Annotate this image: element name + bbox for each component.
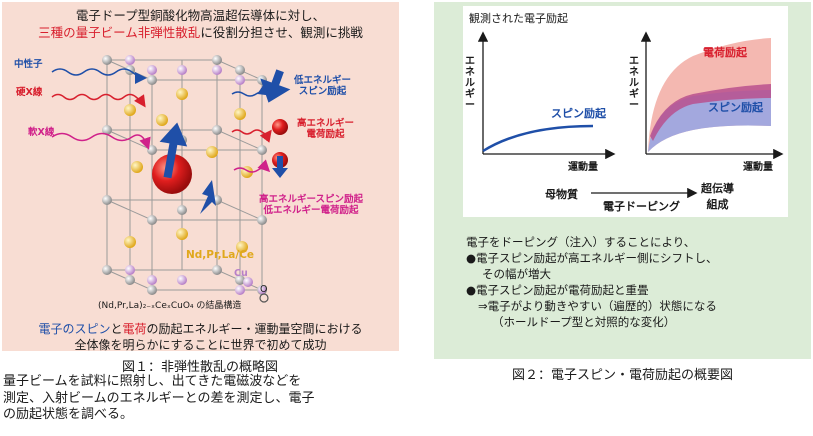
figure1-header-highlight: 三種の量子ビーム非弾性散乱 [38,25,201,40]
soft-excitation-label: 高エネルギースピン励起低エネルギー電荷励起 [259,194,364,216]
copper-atoms [125,55,266,295]
spin-small-arrow-icon [200,180,216,214]
structure-name: (Nd,Pr,La)₂₋ₓCeₓCuO₄ の結晶構造 [98,301,242,311]
soft-xray-label: 軟X線 [28,127,55,138]
hard-xray-label: 硬X線 [16,87,43,98]
figure1-footer-line2: 全体像を明らかにすることに世界で初めて成功 [74,338,327,352]
left-xlabel: 運動量 [568,162,598,173]
small-spin-icon [272,156,288,178]
o-label: O [260,284,268,295]
cu-label: Cu [234,268,248,279]
figure2-caption: 図２：電子スピン・電荷励起の概要図 [511,368,733,383]
outgoing-soft-xray-beam [233,159,271,173]
figure1-header-line1: 電子ドープ型銅酸化物高温超伝導体に対し、 [75,8,326,23]
neutron-beam [51,68,147,84]
crystal-structure-diagram [51,55,291,303]
doping-label: 電子ドーピング [603,200,680,213]
figure1-caption: 図１：非弾性散乱の概略図 [121,360,278,375]
parent-spin-curve [482,124,594,153]
low-energy-spin-arrow-icon [260,69,291,103]
figure1-footer-line1: 電子のスピンと電荷の励起エネルギー・運動量空間における [38,322,363,336]
legend-o-icon [259,293,269,303]
high-charge-label: 高エネルギー電荷励起 [297,118,355,140]
figure2-panel: 観測された電子励起 エネルギー 運動量 スピン励起 エネルギー 運動量 電荷励起… [434,2,811,359]
figure1-header-line2: 三種の量子ビーム非弾性散乱に役割分担させ、観測に挑戦 [2,22,399,41]
soft-xray-beam [51,132,151,150]
low-spin-label: 低エネルギースピン励起 [294,75,352,97]
figure1-description: 量子ビームを試料に照射し、出てきた電磁波などを測定、入射ビームのエネルギーとの差… [3,374,315,422]
neutron-label: 中性子 [14,59,43,70]
outgoing-neutron-beam [231,84,271,97]
right-xlabel: 運動量 [743,162,773,173]
rare-earth-atoms [124,88,253,253]
figure1-header-rest: に役割分担させ、観測に挑戦 [200,25,363,40]
right-charge-label: 電荷励起 [703,46,747,59]
hard-xray-beam [51,93,146,108]
left-ylabel: エネルギー [465,56,475,111]
excitation-plots [477,31,784,199]
left-spin-label: スピン励起 [551,107,606,120]
spin-up-arrow-icon [159,122,188,179]
parent-label: 母物質 [545,188,578,201]
legend-cu-icon [243,277,253,287]
right-spin-label: スピン励起 [708,101,763,114]
overlap-band [650,84,771,141]
outgoing-hard-xray-beam [231,129,272,143]
superconducting-label: 超伝導組成 [701,182,734,211]
figure2-plot-area: 観測された電子励起 エネルギー 運動量 スピン励起 エネルギー 運動量 電荷励起… [463,6,788,217]
figure1-panel: 電子ドープ型銅酸化物高温超伝導体に対し、 三種の量子ビーム非弾性散乱に役割分担さ… [2,2,399,352]
figure2-title: 観測された電子励起 [469,12,568,25]
right-ylabel: エネルギー [629,56,639,111]
figure2-text: 電子をドーピング（注入）することにより、 ●電子スピン励起が高エネルギー側にシフ… [466,235,718,329]
charge-excitation-ball [272,119,288,135]
rare-earth-label: Nd,Pr,La/Ce [186,249,255,261]
